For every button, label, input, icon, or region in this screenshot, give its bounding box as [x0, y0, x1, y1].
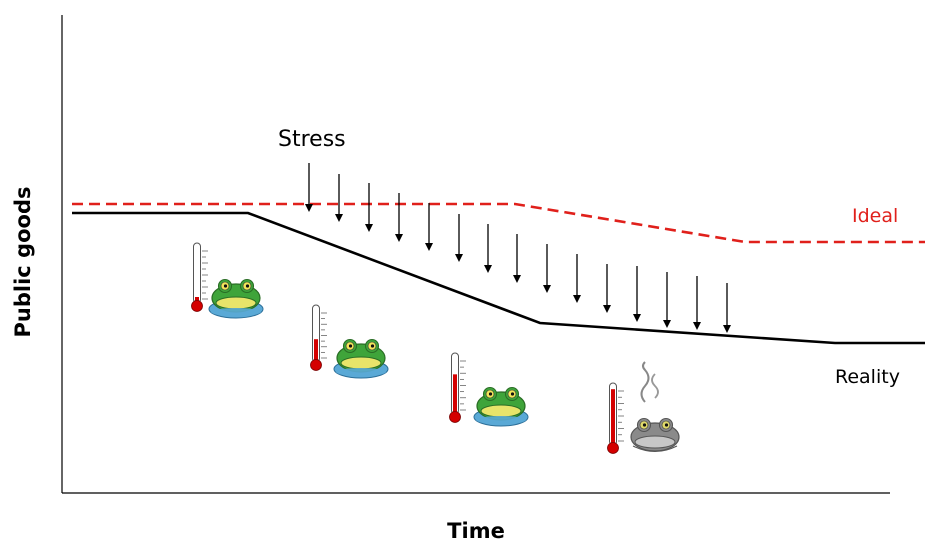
stress-arrow: [425, 203, 433, 251]
stress-arrow: [603, 264, 611, 313]
stress-arrows: [305, 163, 731, 333]
frog-in-water-icon: [208, 278, 264, 319]
stress-arrow: [663, 272, 671, 328]
thermometer-icon: [191, 242, 208, 312]
stress-arrow: [543, 244, 551, 293]
frog-in-water-icon: [630, 417, 680, 452]
stress-arrow: [395, 193, 403, 242]
stress-arrow: [335, 174, 343, 222]
stress-arrow: [693, 276, 701, 330]
ideal-label: Ideal: [852, 205, 898, 227]
stress-arrow: [455, 214, 463, 262]
stress-arrow: [573, 254, 581, 303]
thermometer-icon: [449, 352, 466, 423]
stress-label: Stress: [278, 127, 346, 152]
stress-arrow: [723, 283, 731, 333]
steam-icon: [640, 361, 659, 403]
frog-stage: [191, 242, 264, 319]
frog-stages: [191, 242, 680, 454]
ideal-line: [72, 202, 925, 244]
frog-stage: [310, 304, 389, 379]
stress-arrow: [365, 183, 373, 232]
stress-arrow: [513, 234, 521, 283]
frog-in-water-icon: [333, 338, 389, 379]
stress-arrow: [633, 266, 641, 322]
reality-label: Reality: [835, 366, 900, 388]
y-axis-title: Public goods: [11, 187, 35, 338]
thermometer-icon: [607, 382, 624, 454]
stress-arrow: [305, 163, 313, 212]
thermometer-icon: [310, 304, 327, 371]
frog-stage: [607, 361, 680, 454]
x-axis-title: Time: [447, 519, 505, 540]
stress-arrow: [484, 224, 492, 273]
frog-stage: [449, 352, 529, 427]
reality-line: [72, 211, 925, 345]
frog-in-water-icon: [473, 386, 529, 427]
